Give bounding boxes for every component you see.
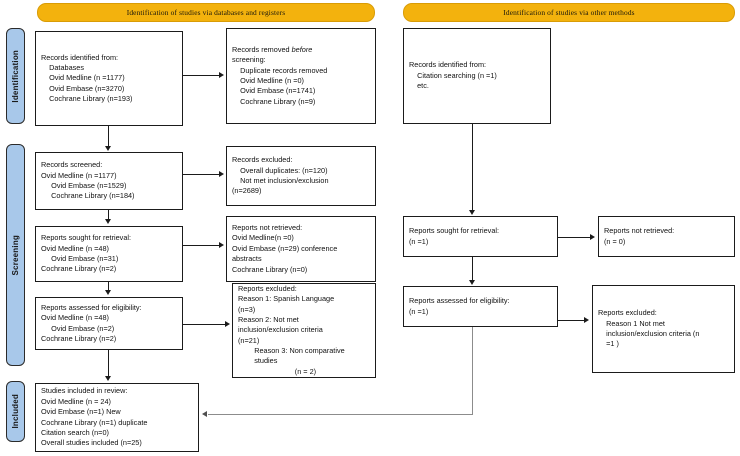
connector-other-assessed-elbow-horizontal <box>208 414 473 416</box>
arrowhead-other-assessed-to-excluded <box>584 316 589 323</box>
stage-label-screening-text: Screening <box>11 234 20 276</box>
box-reports-sought: Reports sought for retrieval: Ovid Medli… <box>35 226 183 282</box>
box-other-reports-assessed-text: Reports assessed for eligibility: (n =1) <box>409 296 510 316</box>
box-reports-assessed-text: Reports assessed for eligibility: Ovid M… <box>41 302 142 343</box>
connector-assessed-to-included <box>108 350 110 378</box>
box-reports-excluded: Reports excluded: Reason 1: Spanish Lang… <box>232 283 376 378</box>
box-other-reports-excluded-text: Reports excluded: Reason 1 Not met inclu… <box>598 308 700 349</box>
box-records-identified: Records identified from: Databases Ovid … <box>35 31 183 126</box>
arrowhead-assessed-to-excluded <box>225 320 230 327</box>
connector-other-assessed-elbow-vertical <box>472 327 474 415</box>
arrowhead-other-sought-to-not-retrieved <box>590 233 595 240</box>
box-records-removed: Records removed before screening: Duplic… <box>226 28 376 124</box>
box-reports-sought-text: Reports sought for retrieval: Ovid Medli… <box>41 233 132 274</box>
arrowhead-sought-to-not-retrieved <box>219 241 224 248</box>
arrowhead-assessed-to-included <box>104 376 111 381</box>
connector-screened-to-excluded <box>183 174 220 176</box>
records-removed-lead: Records removed <box>232 44 292 54</box>
box-other-reports-sought-text: Reports sought for retrieval: (n =1) <box>409 226 500 246</box>
box-reports-not-retrieved-text: Reports not retrieved: Ovid Medline(n =0… <box>232 223 338 274</box>
connector-other-sought-to-not-retrieved <box>558 237 591 239</box>
box-studies-included-text: Studies included in review: Ovid Medline… <box>41 386 148 448</box>
arrowhead-sought-to-assessed <box>104 290 111 295</box>
connector-screened-to-sought <box>108 210 110 221</box>
box-records-excluded-text: Records excluded: Overall duplicates: (n… <box>232 155 329 196</box>
banner-databases-registers: Identification of studies via databases … <box>37 3 375 22</box>
stage-label-identification-text: Identification <box>11 49 20 103</box>
box-reports-assessed: Reports assessed for eligibility: Ovid M… <box>35 297 183 350</box>
records-removed-rest: screening: Duplicate records removed Ovi… <box>232 55 328 106</box>
box-other-reports-not-retrieved: Reports not retrieved: (n = 0) <box>598 216 735 257</box>
stage-label-screening: Screening <box>6 144 25 366</box>
connector-sought-to-assessed <box>108 282 110 292</box>
box-records-identified-text: Records identified from: Databases Ovid … <box>41 52 133 104</box>
arrowhead-other-identified-to-sought <box>468 210 475 215</box>
box-records-removed-text: Records removed before screening: Duplic… <box>232 45 370 107</box>
stage-label-identification: Identification <box>6 28 25 124</box>
box-other-reports-sought: Reports sought for retrieval: (n =1) <box>403 216 558 257</box>
box-reports-not-retrieved: Reports not retrieved: Ovid Medline(n =0… <box>226 216 376 282</box>
box-other-records-identified-text: Records identified from: Citation search… <box>409 60 497 91</box>
box-records-excluded: Records excluded: Overall duplicates: (n… <box>226 146 376 206</box>
connector-other-sought-to-assessed <box>472 257 474 282</box>
arrowhead-identified-to-screened <box>104 146 111 151</box>
box-records-screened-text: Records screened: Ovid Medline (n =1177)… <box>41 160 135 201</box>
connector-other-assessed-to-excluded <box>558 320 585 322</box>
connector-sought-to-not-retrieved <box>183 245 220 247</box>
connector-identified-to-removed <box>183 75 220 77</box>
records-removed-emphasis: before <box>291 44 313 54</box>
connector-other-identified-to-sought <box>472 124 474 212</box>
connector-assessed-to-excluded <box>183 324 225 326</box>
box-other-reports-assessed: Reports assessed for eligibility: (n =1) <box>403 286 558 327</box>
arrowhead-other-sought-to-assessed <box>468 280 475 285</box>
box-other-reports-excluded: Reports excluded: Reason 1 Not met inclu… <box>592 285 735 373</box>
box-other-reports-not-retrieved-text: Reports not retrieved: (n = 0) <box>604 226 675 246</box>
box-other-records-identified: Records identified from: Citation search… <box>403 28 551 124</box>
arrowhead-screened-to-sought <box>104 219 111 224</box>
arrowhead-other-assessed-to-included <box>202 411 207 418</box>
connector-identified-to-screened <box>108 126 110 148</box>
stage-label-included: Included <box>6 381 25 442</box>
box-reports-excluded-text: Reports excluded: Reason 1: Spanish Lang… <box>238 283 345 376</box>
banner-other-methods: Identification of studies via other meth… <box>403 3 735 22</box>
box-records-screened: Records screened: Ovid Medline (n =1177)… <box>35 152 183 210</box>
arrowhead-identified-to-removed <box>219 71 224 78</box>
stage-label-included-text: Included <box>11 394 20 429</box>
box-studies-included: Studies included in review: Ovid Medline… <box>35 383 199 452</box>
arrowhead-screened-to-excluded <box>219 170 224 177</box>
